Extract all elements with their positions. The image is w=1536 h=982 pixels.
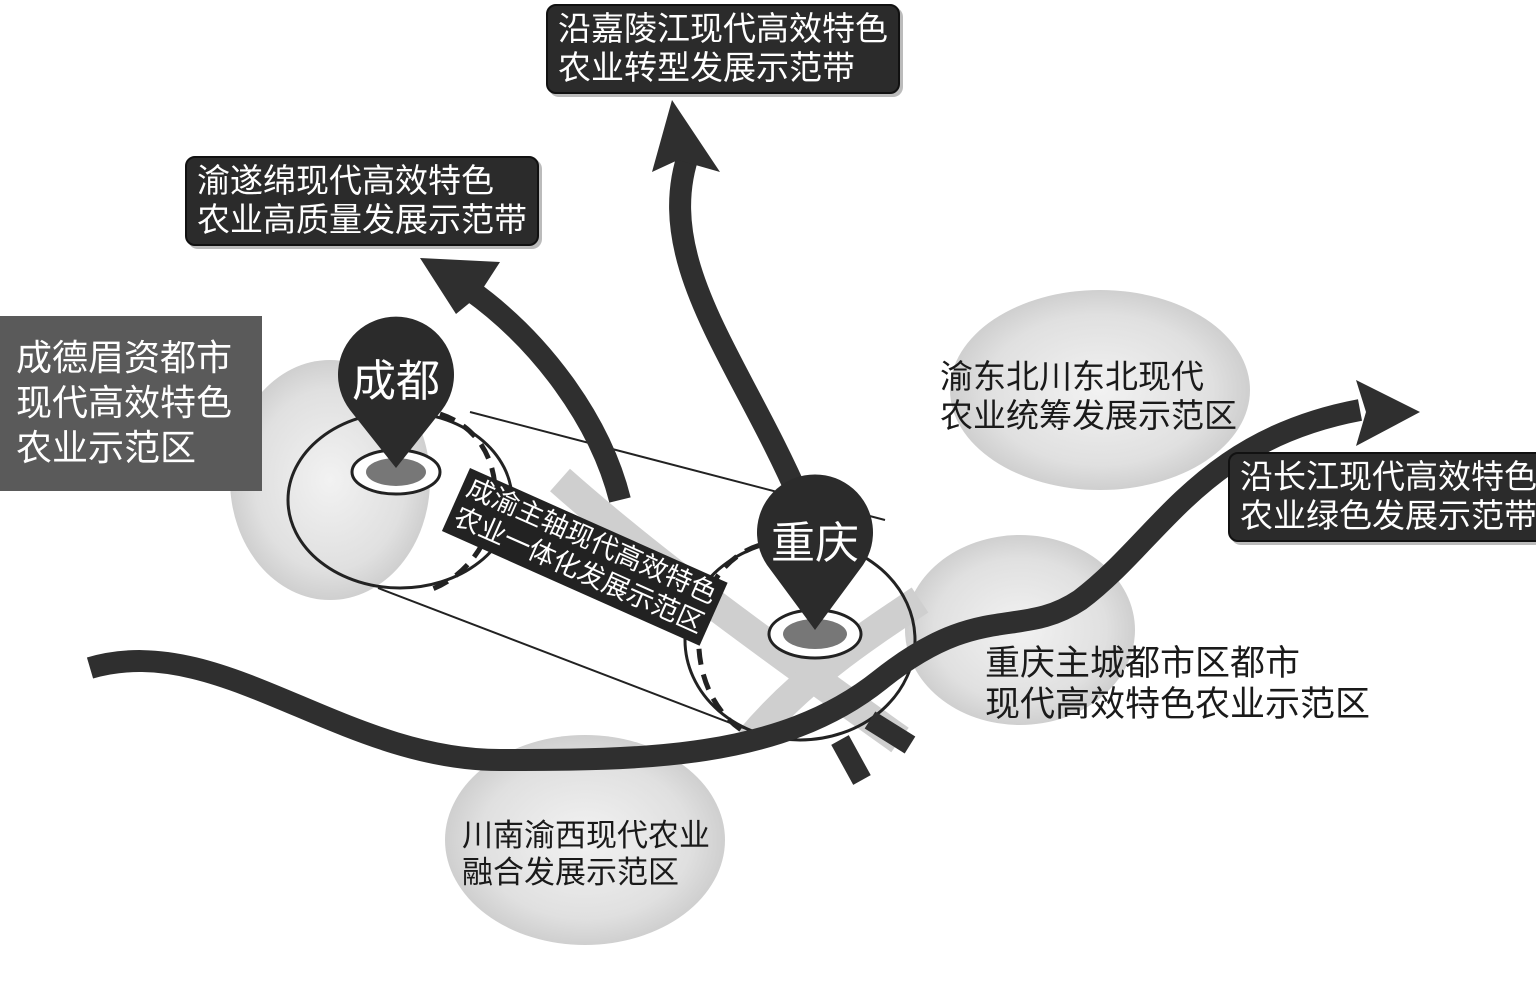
chengdu-pin[interactable]: 成都 — [338, 316, 454, 496]
label-chengdemei-zone: 成德眉资都市 现代高效特色 农业示范区 — [0, 316, 262, 491]
chongqing-pin[interactable]: 重庆 — [757, 474, 873, 660]
yangtze-arrow-band — [86, 399, 1363, 772]
label-line: 融合发展示范区 — [462, 854, 679, 891]
label-line: 沿嘉陵江现代高效特色 — [558, 9, 888, 48]
yusui-arrow-band — [463, 281, 631, 503]
label-chuannan-zone: 川南渝西现代农业 融合发展示范区 — [462, 818, 710, 891]
yangtze-arrowhead — [1356, 380, 1420, 446]
chongqing-pin-label: 重庆 — [771, 518, 859, 569]
stub-band-2 — [864, 711, 916, 754]
label-line: 农业高质量发展示范带 — [197, 199, 527, 239]
label-jialing-band: 沿嘉陵江现代高效特色 农业转型发展示范带 — [546, 4, 900, 94]
label-chongqing-main-zone: 重庆主城都市区都市 现代高效特色农业示范区 — [985, 644, 1370, 727]
jialing-arrow-band — [669, 146, 811, 505]
stub-band-1 — [831, 735, 871, 785]
label-line: 农业转型发展示范带 — [558, 47, 855, 87]
yusui-arrowhead — [420, 258, 500, 314]
label-changjiang-band: 沿长江现代高效特色 农业绿色发展示范带 — [1228, 452, 1536, 542]
light-band-2 — [738, 587, 929, 750]
chengdu-pin-label: 成都 — [352, 356, 440, 407]
label-yudongbei-zone: 渝东北川东北现代 农业统筹发展示范区 — [940, 357, 1237, 436]
label-line: 沿长江现代高效特色 — [1240, 457, 1536, 496]
label-line: 现代高效特色 — [16, 383, 233, 424]
label-line: 川南渝西现代农业 — [462, 818, 710, 854]
label-line: 渝遂绵现代高效特色 — [197, 161, 494, 200]
region-ellipse-chuannan — [445, 735, 725, 945]
jialing-arrowhead — [652, 100, 720, 172]
label-yusui-band: 渝遂绵现代高效特色 农业高质量发展示范带 — [185, 156, 539, 246]
label-line: 成德眉资都市 — [16, 338, 233, 379]
label-line: 农业统筹发展示范区 — [940, 395, 1237, 435]
label-line: 农业绿色发展示范带 — [1240, 495, 1536, 535]
label-line: 重庆主城都市区都市 — [985, 644, 1301, 684]
region-ellipse-yudongbei — [950, 290, 1250, 490]
label-line: 渝东北川东北现代 — [940, 357, 1204, 396]
label-line: 现代高效特色农业示范区 — [985, 685, 1371, 726]
label-line: 农业示范区 — [16, 428, 197, 469]
